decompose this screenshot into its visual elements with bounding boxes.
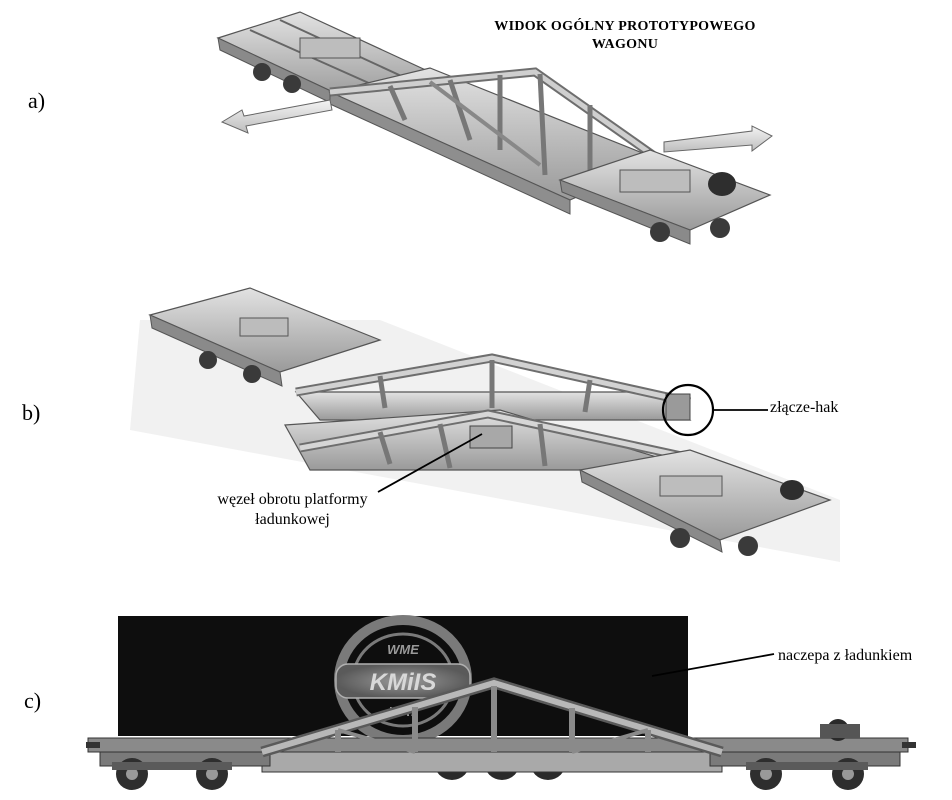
wagon-perspective-view-a: [216, 11, 773, 245]
panel-letter-b: b): [22, 400, 41, 425]
rotation-node-leader-line: [377, 433, 483, 493]
figure-title: WIDOK OGÓLNY PROTOTYPOWEGO WAGONU: [494, 19, 756, 52]
callout-rotation-node: węzeł obrotu platformy ładunkowej: [217, 491, 368, 528]
wagon-rotated-platform-view-b: [130, 287, 840, 562]
panel-letter-c: c): [24, 688, 42, 713]
callout-hook-joint: złącze-hak: [770, 399, 839, 416]
panel-letter-a: a): [28, 88, 46, 113]
logo-top-text: WME: [387, 642, 419, 657]
wagon-side-view-c: WME KMiIS WAT: [86, 615, 916, 790]
callout-semitrailer: naczepa z ładunkiem: [778, 647, 913, 664]
logo-center-text: KMiIS: [370, 669, 437, 696]
semitrailer-leader-line: [651, 653, 775, 677]
